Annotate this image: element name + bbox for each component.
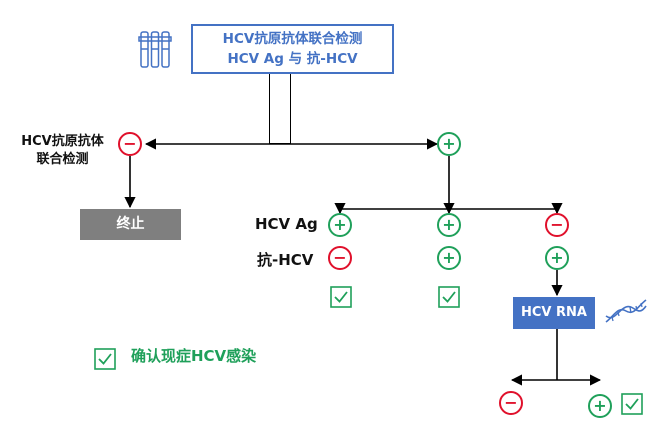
- test-label-line-1: HCV抗原抗体: [21, 134, 104, 149]
- col2-ab-positive: +: [437, 246, 461, 270]
- col1-check-box-icon: [330, 286, 352, 308]
- rna-negative-sign: −: [499, 391, 523, 415]
- row-label-ab: 抗-HCV: [257, 251, 314, 269]
- col1-ab-negative: −: [328, 246, 352, 270]
- col2-ag-positive: +: [437, 213, 461, 237]
- title-line-2: HCV Ag 与 抗-HCV: [227, 51, 358, 67]
- legend-confirm-label: 确认现症HCV感染: [131, 347, 257, 365]
- row-label-ag: HCV Ag: [255, 215, 318, 233]
- stop-box: 终止: [80, 209, 181, 240]
- test-label-line-2: 联合检测: [36, 152, 89, 167]
- title-stem: [269, 74, 291, 144]
- col3-ab-positive: +: [545, 246, 569, 270]
- rna-test-box: HCV RNA: [513, 297, 595, 329]
- col2-check-box-icon: [438, 286, 460, 308]
- title-box: HCV抗原抗体联合检测 HCV Ag 与 抗-HCV: [191, 24, 394, 74]
- col1-ag-positive: +: [328, 213, 352, 237]
- test-label: HCV抗原抗体 联合检测: [10, 133, 115, 169]
- test-tube-rack-icon: [138, 31, 172, 68]
- initial-negative-sign: −: [118, 132, 142, 156]
- dna-icon: [605, 299, 647, 323]
- rna-positive-check-box-icon: [621, 393, 643, 415]
- legend-check-box-icon: [94, 348, 116, 370]
- col3-ag-negative: −: [545, 213, 569, 237]
- title-line-1: HCV抗原抗体联合检测: [222, 31, 363, 47]
- rna-positive-sign: +: [588, 394, 612, 418]
- initial-positive-sign: +: [437, 132, 461, 156]
